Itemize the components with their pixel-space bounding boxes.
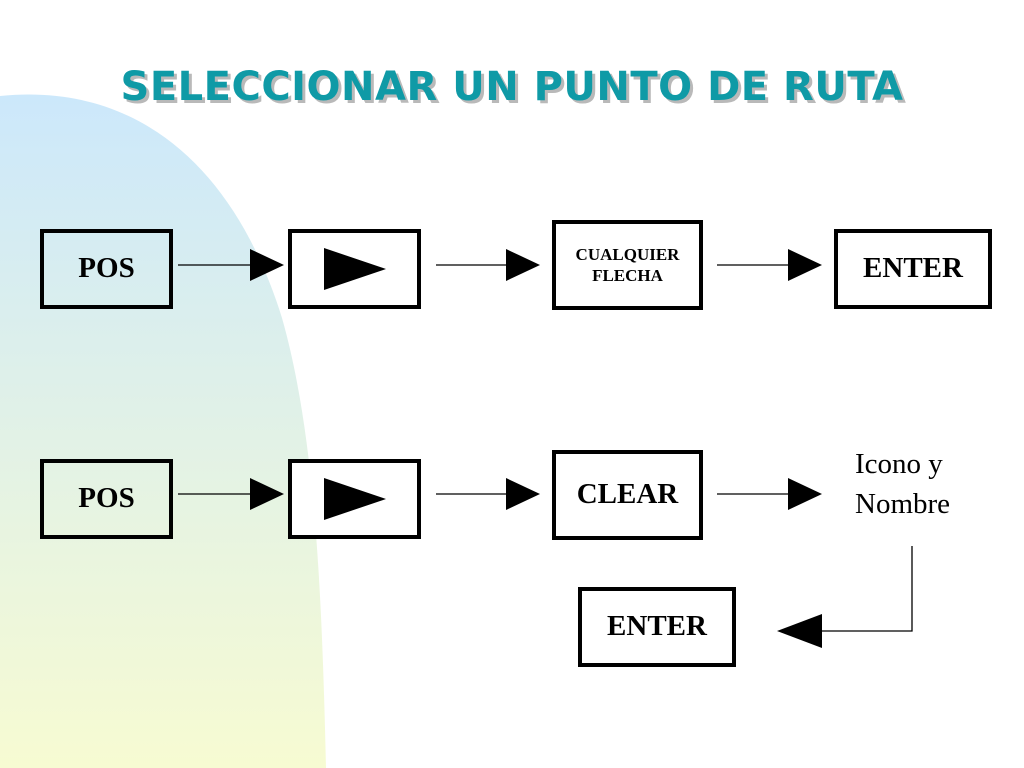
arrowhead-right [506, 249, 540, 281]
play-key-box [288, 229, 421, 309]
play-arrow-icon [323, 478, 386, 520]
enter-key-label: ENTER [863, 252, 963, 285]
icon-and-name-text: Icono y Nombre [855, 444, 950, 524]
any-arrow-key-box: CUALQUIER FLECHA [552, 220, 703, 310]
arrowhead-left [777, 614, 822, 648]
arrowhead-right [250, 249, 284, 281]
icon-and-name-line2: Nombre [855, 488, 951, 520]
pos-key-box: POS [40, 459, 173, 539]
pos-key-label: POS [78, 252, 135, 285]
arrowhead-right [506, 478, 540, 510]
play-arrow-icon [323, 248, 386, 290]
pos-key-label: POS [78, 482, 135, 515]
arrowhead-right [788, 249, 822, 281]
enter-key-box: ENTER [578, 587, 736, 667]
arrowhead-right [788, 478, 822, 510]
pos-key-box: POS [40, 229, 173, 309]
arrowhead-right [250, 478, 284, 510]
play-key-box [288, 459, 421, 539]
enter-key-label: ENTER [607, 610, 707, 643]
clear-key-label: CLEAR [576, 478, 679, 511]
slide-title: SELECCIONAR UN PUNTO DE RUTA [120, 64, 904, 110]
clear-key-box: CLEAR [552, 450, 703, 540]
enter-key-box: ENTER [834, 229, 992, 309]
connector-line [820, 546, 913, 632]
icon-and-name-line1: Icono y [855, 448, 943, 480]
any-arrow-key-label: CUALQUIER FLECHA [575, 244, 680, 285]
